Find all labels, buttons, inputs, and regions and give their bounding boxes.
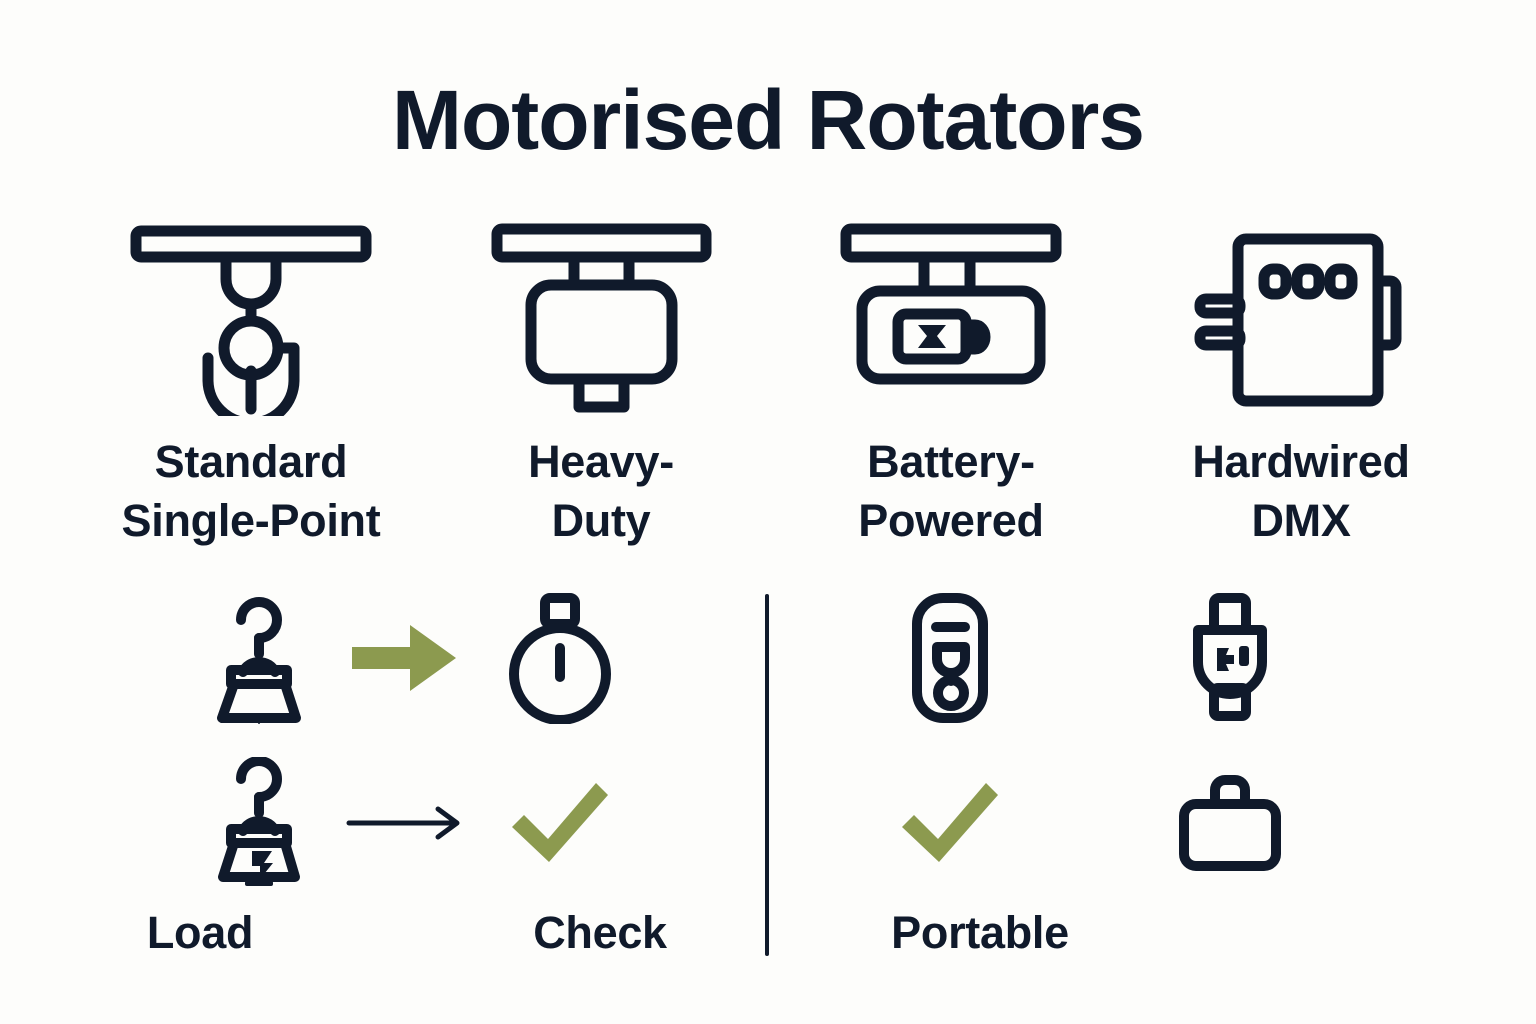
thick-arrow-right-icon bbox=[330, 588, 480, 728]
product-label-heavy-duty: Heavy- Duty bbox=[528, 432, 674, 551]
comparison-row-check-case bbox=[850, 753, 1450, 893]
product-label-standard-single-point: Standard Single-Point bbox=[122, 432, 381, 551]
product-row: Standard Single-Point Heavy- bbox=[86, 218, 1466, 551]
checkmark-icon bbox=[480, 753, 640, 893]
ceiling-motor-box-icon bbox=[489, 218, 714, 418]
comparison-label-check: Check bbox=[533, 907, 667, 958]
product-label-battery-powered: Battery- Powered bbox=[858, 432, 1044, 551]
product-label-line1: Hardwired bbox=[1192, 436, 1410, 487]
comparison-row-weight-timer bbox=[190, 588, 710, 728]
product-label-line1: Standard bbox=[154, 436, 348, 487]
remote-control-icon bbox=[850, 588, 1050, 728]
comparison-row-weight-check bbox=[190, 753, 710, 893]
product-card-hardwired-dmx[interactable]: Hardwired DMX bbox=[1136, 218, 1466, 551]
product-label-line1: Battery- bbox=[867, 436, 1035, 487]
comparison-row-remote-connector bbox=[850, 588, 1450, 728]
hook-weight-icon bbox=[190, 588, 330, 728]
product-card-standard-single-point[interactable]: Standard Single-Point bbox=[86, 218, 416, 551]
product-label-line2: Single-Point bbox=[121, 495, 381, 547]
product-label-line2: DMX bbox=[1251, 495, 1351, 547]
product-card-battery-powered[interactable]: Battery- Powered bbox=[786, 218, 1116, 551]
ceiling-battery-box-icon bbox=[836, 218, 1066, 418]
thin-arrow-right-icon bbox=[330, 753, 480, 893]
dmx-controller-box-icon bbox=[1186, 218, 1416, 418]
vertical-divider bbox=[765, 594, 769, 956]
product-label-hardwired-dmx: Hardwired DMX bbox=[1192, 432, 1410, 551]
comparison-area: Load Check bbox=[0, 578, 1536, 978]
checkmark-icon bbox=[850, 753, 1050, 893]
comparison-label-portable: Portable bbox=[891, 907, 1069, 958]
product-label-line1: Heavy- bbox=[528, 436, 674, 487]
product-card-heavy-duty[interactable]: Heavy- Duty bbox=[436, 218, 766, 551]
hook-weight-filled-icon bbox=[190, 753, 330, 893]
comparison-label-load: Load bbox=[146, 907, 254, 958]
ceiling-hook-icon bbox=[126, 218, 376, 418]
stopwatch-icon bbox=[480, 588, 640, 728]
product-label-line2: Duty bbox=[551, 495, 651, 547]
page-title: Motorised Rotators bbox=[391, 73, 1145, 167]
briefcase-icon bbox=[1050, 753, 1410, 893]
product-label-line2: Powered bbox=[858, 495, 1044, 547]
dmx-connector-icon bbox=[1050, 588, 1410, 728]
